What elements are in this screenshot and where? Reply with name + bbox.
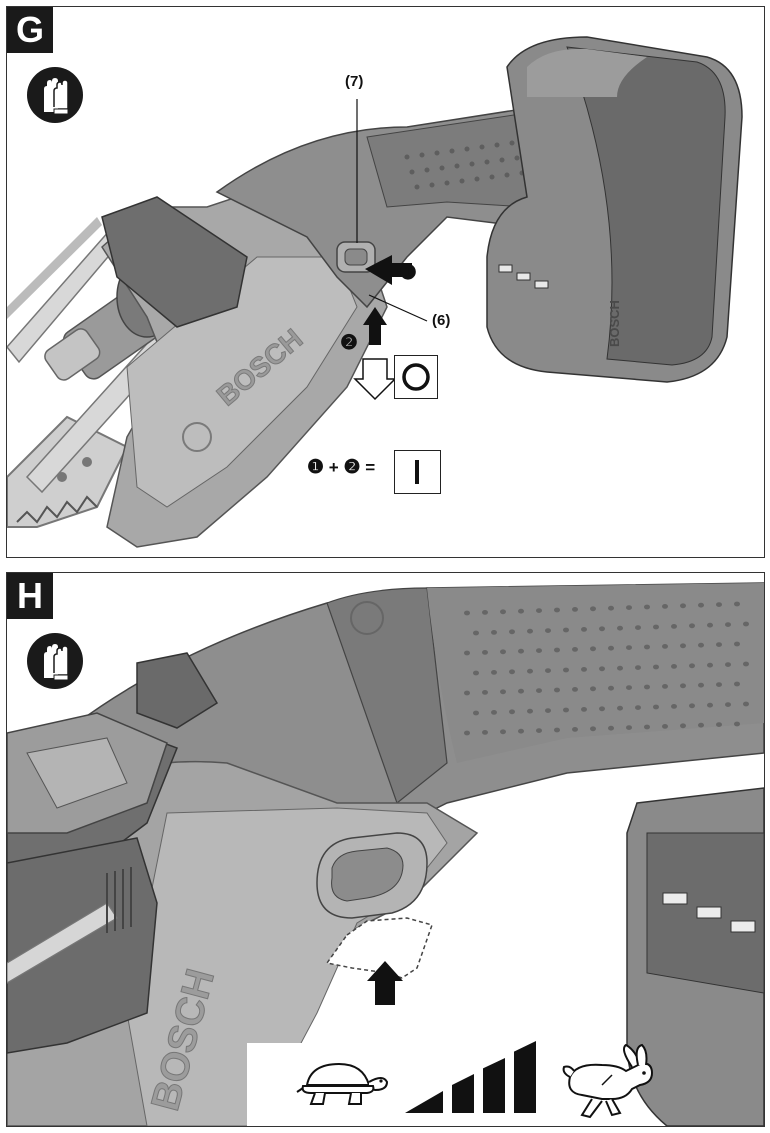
figure-g-panel: G	[6, 6, 765, 558]
speed-level-bars	[405, 1041, 536, 1113]
rabbit-icon	[562, 1043, 654, 1119]
on-symbol-icon	[415, 460, 419, 484]
off-symbol-icon	[402, 363, 430, 391]
figure-h-panel: H	[6, 572, 765, 1127]
equation-row: ❶ + ❷ =	[307, 456, 375, 479]
saw-illustration-h: BOSCH	[7, 582, 764, 1126]
eq-equals: =	[365, 458, 376, 477]
turtle-icon	[296, 1062, 389, 1105]
speed-bar-2	[452, 1074, 474, 1113]
figure-letter-h: H	[7, 573, 53, 619]
saw-illustration-g: BOSCH BOSCH	[7, 36, 743, 548]
gloves-icon	[27, 67, 83, 123]
gloves-icon-h	[27, 633, 83, 689]
saw-blade	[7, 415, 129, 528]
callout-6-label: (6)	[432, 312, 451, 329]
eq-plus: +	[328, 458, 339, 477]
off-symbol-box	[394, 355, 438, 399]
callout-7-label: (7)	[345, 73, 364, 90]
on-symbol-box	[394, 450, 441, 494]
brand-mark-battery: BOSCH	[607, 300, 622, 347]
step-2-badge: ❷	[340, 332, 358, 354]
speed-bar-1	[405, 1091, 443, 1113]
figure-letter-g: G	[7, 7, 53, 53]
step-1-badge: ❶	[399, 262, 417, 284]
eq-step-1: ❶	[307, 457, 325, 478]
speed-bar-4	[514, 1041, 536, 1113]
speed-bar-3	[483, 1058, 505, 1113]
eq-step-2: ❷	[343, 457, 361, 478]
